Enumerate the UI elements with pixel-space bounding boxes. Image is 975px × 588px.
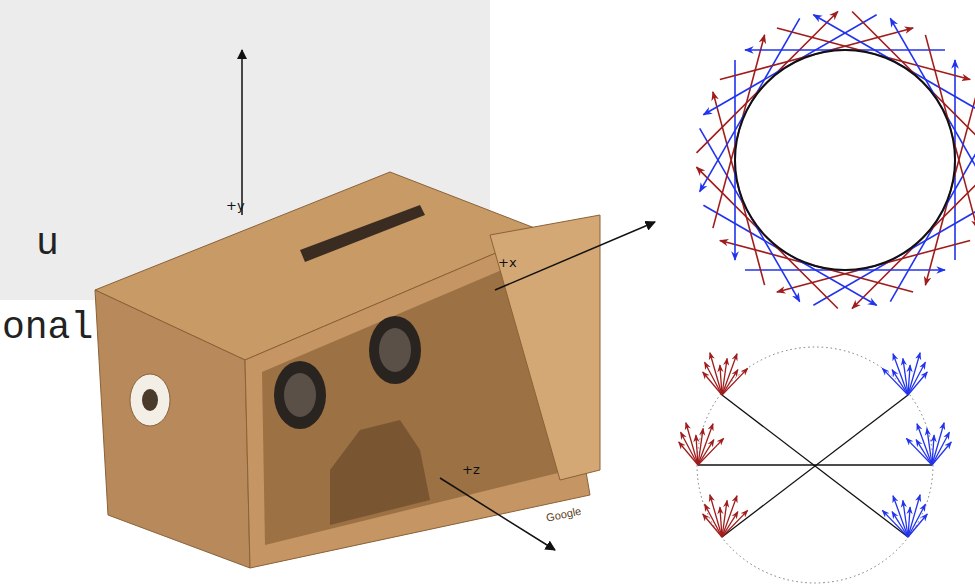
fan-arrow xyxy=(892,370,908,395)
fan-arrow xyxy=(698,438,724,465)
fan-arrow xyxy=(916,440,932,465)
fan-arrow xyxy=(932,432,949,465)
fan-arrow xyxy=(893,354,908,395)
tangent-arrow xyxy=(925,35,975,228)
unit-circle xyxy=(735,50,955,270)
fan-arrow xyxy=(893,496,908,537)
fan-arrow xyxy=(908,507,910,537)
fan-arrow xyxy=(696,435,698,465)
fan-arrow xyxy=(722,370,738,395)
fan-arrow xyxy=(681,432,698,465)
slide-text-fragment: onal xyxy=(2,306,93,349)
arrow-fans xyxy=(679,353,952,537)
fan-arrow xyxy=(932,423,944,465)
fan-arrow xyxy=(705,504,722,537)
axis-arrow xyxy=(241,50,243,215)
fan-arrow xyxy=(882,510,908,537)
axis-arrow xyxy=(495,222,655,290)
tangent-arrow xyxy=(813,15,975,115)
fan-arrow xyxy=(722,512,738,537)
fan-arrow xyxy=(722,496,737,537)
fan-arrow xyxy=(686,423,698,465)
fan-arrow xyxy=(932,435,934,465)
fan-arrow xyxy=(722,354,737,395)
fan-arrow xyxy=(908,353,920,395)
axis-label: +x xyxy=(498,255,517,270)
fan-arrow xyxy=(882,368,908,395)
fan-arrow xyxy=(705,362,722,395)
fan-arrow xyxy=(720,365,722,395)
tangent-arrow xyxy=(890,128,975,301)
fan-arrow xyxy=(722,510,748,537)
fan-arrow xyxy=(698,424,713,465)
dotted-circle xyxy=(697,347,933,583)
fan-arrow xyxy=(710,495,722,537)
brand-text: Google xyxy=(545,505,582,524)
fan-arrow xyxy=(908,495,920,537)
crossing-lines xyxy=(698,395,932,537)
slide-text-fragment: u xyxy=(36,222,59,265)
tangent-arrow xyxy=(813,205,975,305)
fan-arrow xyxy=(892,512,908,537)
axis-label: +y xyxy=(226,198,245,213)
fan-arrow xyxy=(908,504,925,537)
fan-arrow xyxy=(908,365,910,395)
fan-arrow xyxy=(720,507,722,537)
axis-arrow xyxy=(440,478,555,550)
cardboard-viewer xyxy=(95,172,600,568)
axis-label: +z xyxy=(462,462,480,477)
fan-arrow xyxy=(722,368,748,395)
fan-arrow xyxy=(906,438,932,465)
fan-arrow xyxy=(908,362,925,395)
tangent-arrow-star xyxy=(697,12,975,309)
tangent-arrow xyxy=(852,167,975,308)
fan-arrow xyxy=(917,424,932,465)
tangent-arrow xyxy=(890,18,975,191)
fan-arrow xyxy=(710,353,722,395)
fan-arrow xyxy=(698,440,714,465)
